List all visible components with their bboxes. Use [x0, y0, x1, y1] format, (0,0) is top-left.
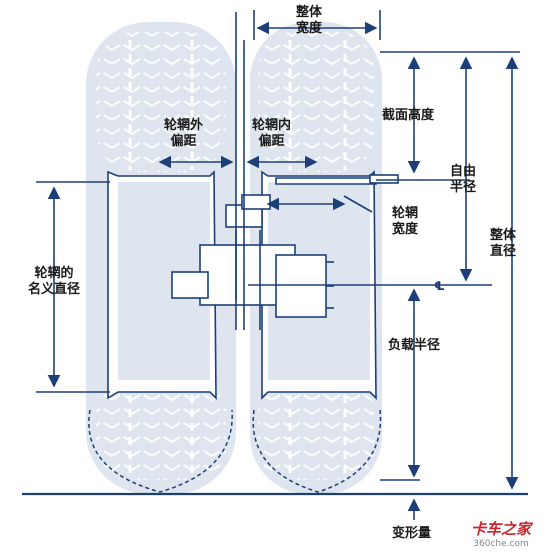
label-section-height: 截面高度	[382, 108, 435, 123]
label-rim-nominal-diameter: 轮辋的名义直径	[28, 266, 81, 297]
label-rim-width: 轮辋宽度	[392, 206, 419, 237]
label-deflection: 变形量	[392, 526, 432, 541]
dimension-lines	[22, 10, 528, 520]
label-loaded-radius: 负载半径	[388, 338, 441, 353]
label-rim-offset-in: 轮辋内偏距	[252, 118, 292, 149]
label-overall-diameter: 整体直径	[490, 228, 517, 259]
rim-hub-assembly	[107, 170, 399, 400]
label-free-radius: 自由半径	[450, 164, 477, 195]
label-rim-offset-out: 轮辋外偏距	[164, 118, 204, 149]
label-overall-width: 整体宽度	[296, 5, 323, 36]
watermark-logo: 卡车之家 360che.com	[470, 520, 531, 549]
centerline-mark: ℄	[434, 279, 445, 293]
